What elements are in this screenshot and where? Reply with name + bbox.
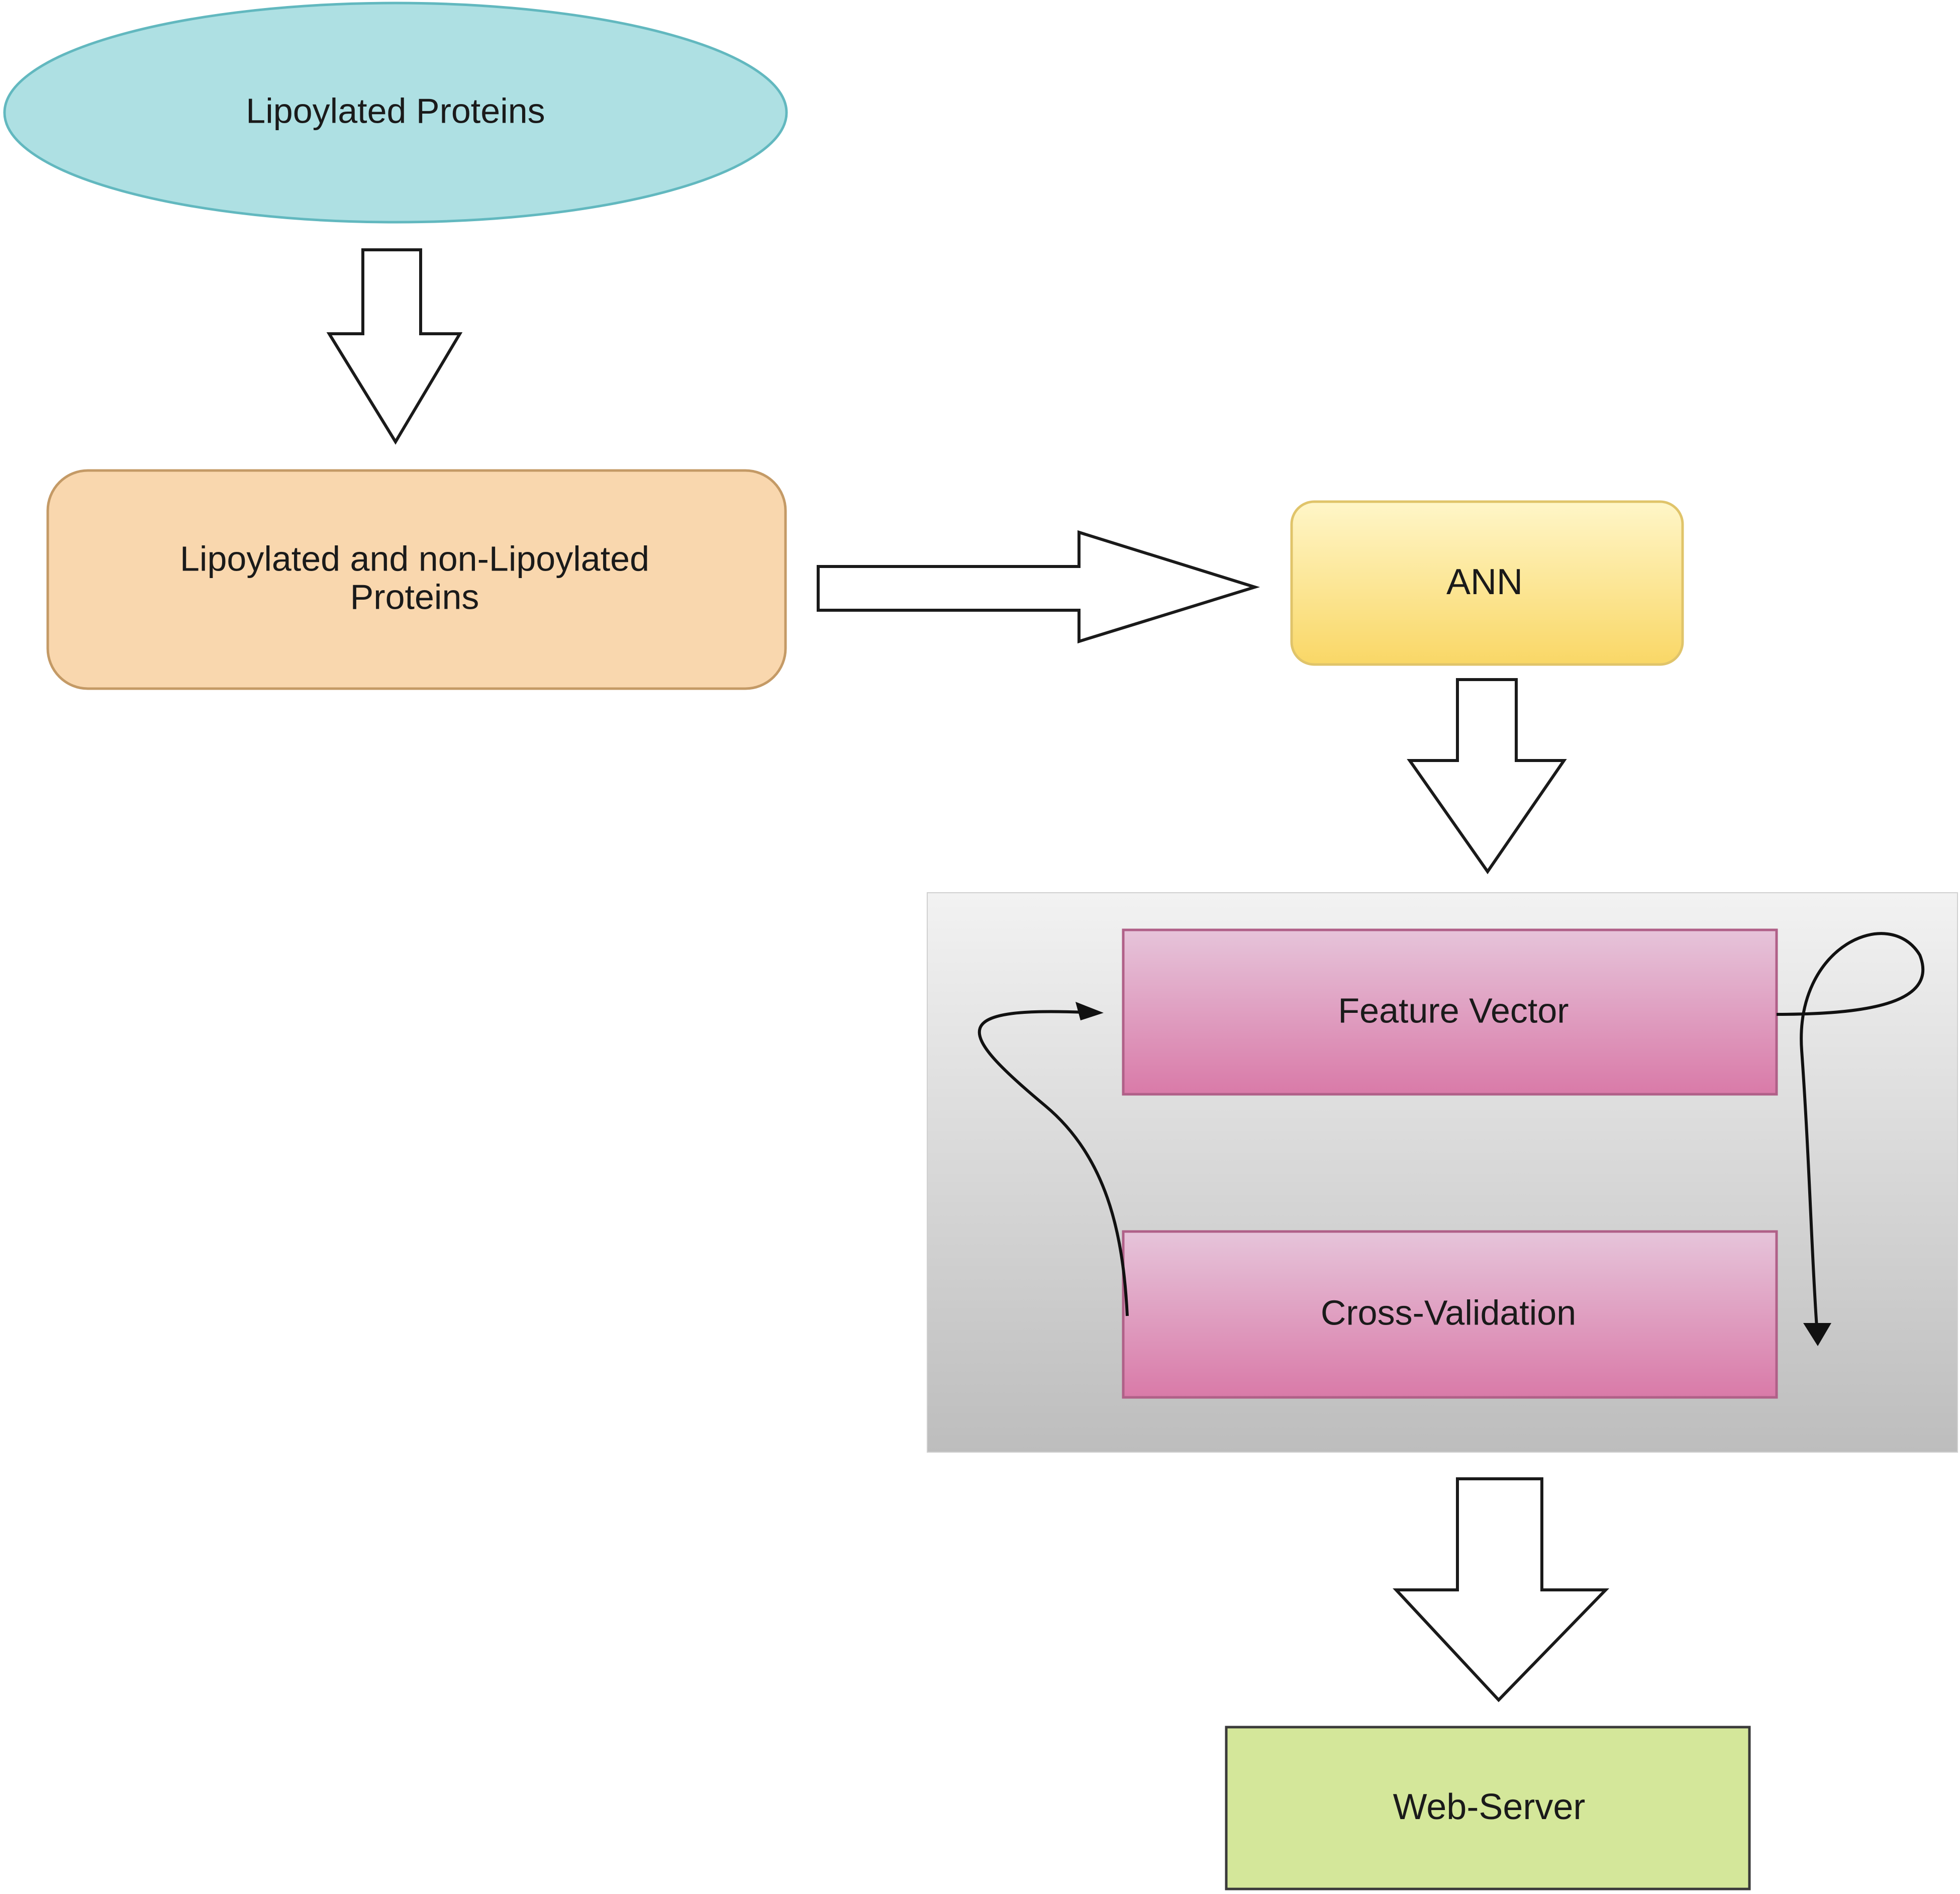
down-arrow-1 xyxy=(326,248,463,445)
ann-label: ANN xyxy=(1446,562,1523,602)
loop-curve-left xyxy=(977,1010,1129,1316)
loop-arrowhead-left xyxy=(1075,1002,1104,1020)
cross-validation-label: Cross-Validation xyxy=(1321,1293,1576,1332)
feature-vector-box xyxy=(1122,928,1778,1096)
dataset-node: Lipoylated and non-Lipoylated Proteins xyxy=(46,469,787,690)
down-arrow-2 xyxy=(1407,678,1567,875)
loop-arrowhead-right xyxy=(1803,1323,1831,1346)
loop-arrow-right xyxy=(1776,932,1925,1346)
loop-arrow-left xyxy=(977,1002,1129,1316)
dataset-label-line-2: Proteins xyxy=(350,577,479,616)
web-server-node: Web-Server xyxy=(1225,1726,1751,1890)
loop-curve-right xyxy=(1776,932,1925,1328)
web-server-label: Web-Server xyxy=(1393,1787,1586,1827)
dataset-label-line-1: Lipoylated and non-Lipoylated xyxy=(180,539,649,578)
ann-box xyxy=(1290,500,1684,666)
lipoylated-proteins-node: Lipoylated Proteins xyxy=(3,2,788,224)
ann-node: ANN xyxy=(1290,500,1684,666)
dataset-box xyxy=(46,469,787,690)
cross-validation-box xyxy=(1122,1230,1778,1399)
down-arrow-3 xyxy=(1393,1477,1610,1702)
web-server-box xyxy=(1225,1726,1751,1890)
right-arrow xyxy=(817,530,1260,644)
feature-vector-label: Feature Vector xyxy=(1338,991,1569,1030)
feature-vector-node: Feature Vector xyxy=(1122,928,1778,1096)
cross-validation-node: Cross-Validation xyxy=(1122,1230,1778,1399)
lipoylated-proteins-ellipse xyxy=(3,2,788,224)
lipoylated-proteins-label: Lipoylated Proteins xyxy=(246,91,545,130)
